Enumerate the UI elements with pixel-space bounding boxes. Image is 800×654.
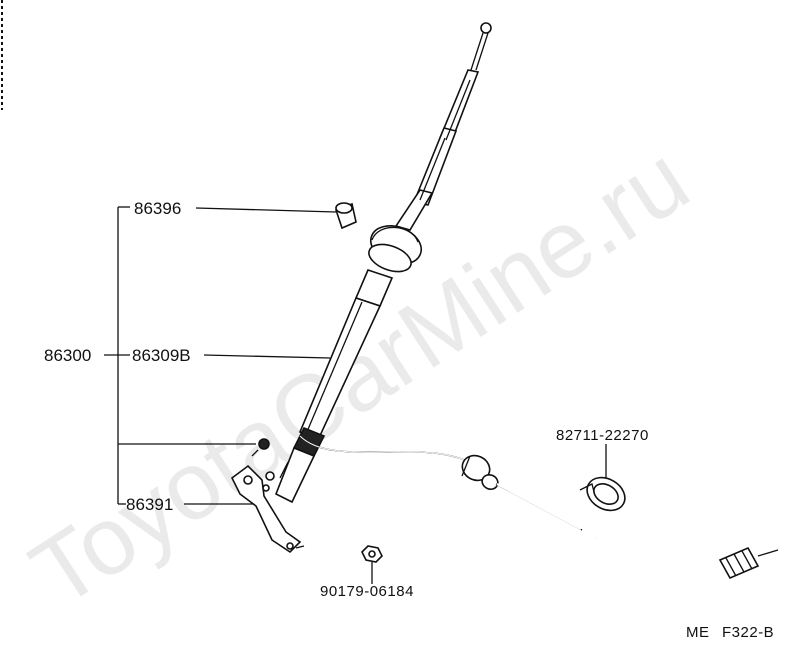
clamp-part (579, 476, 626, 512)
watermark: ToyotaCarMine.ru (13, 125, 707, 627)
antenna-mast (274, 22, 492, 504)
bolt-part (251, 438, 270, 457)
cap-part (334, 202, 357, 230)
leader-lines (104, 206, 607, 584)
label-bracket: 86391 (126, 495, 173, 514)
footer-code: F322-B (722, 624, 774, 641)
bracket-part (230, 464, 305, 554)
nut-part (361, 545, 383, 563)
antenna-cable (299, 435, 779, 580)
label-assembly: 86300 (44, 346, 91, 365)
label-clamp: 82711-22270 (556, 427, 649, 444)
label-rod: 86309B (132, 346, 191, 365)
label-cap: 86396 (134, 199, 181, 218)
label-nut: 90179-06184 (320, 583, 414, 600)
footer-region: ME (686, 624, 710, 641)
